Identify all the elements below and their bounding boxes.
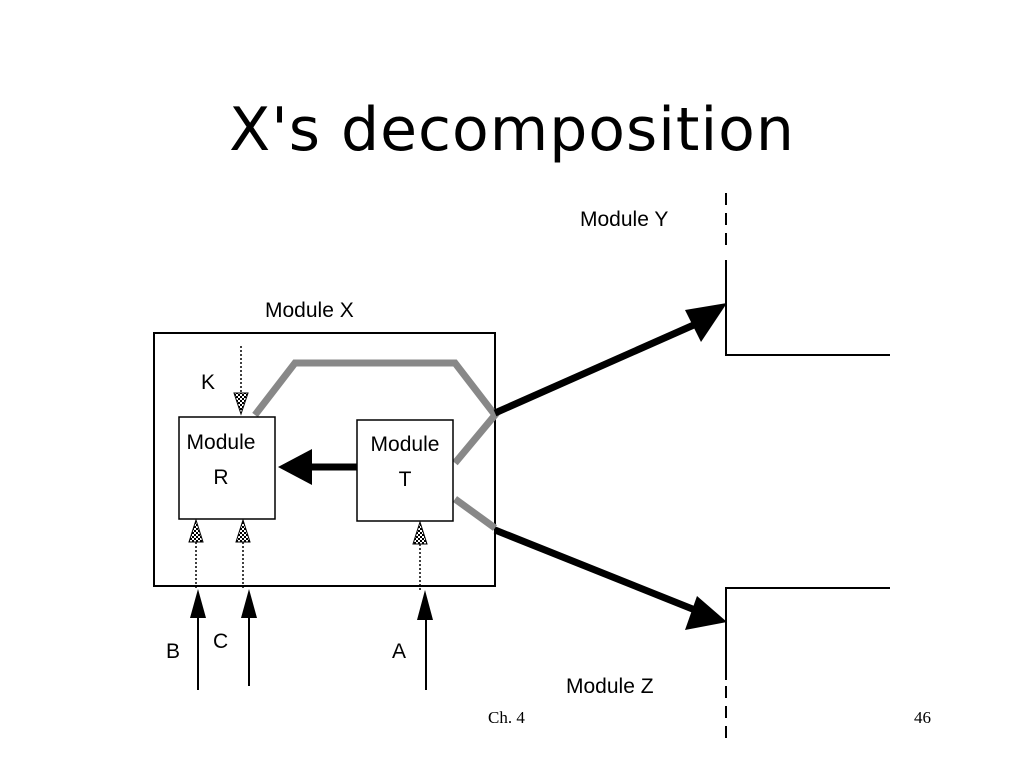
module-r-label-2: R — [213, 466, 228, 489]
input-c-solid-arrowhead — [241, 589, 257, 618]
slide-title: X's decomposition — [229, 95, 795, 165]
module-t-box — [356, 419, 454, 522]
arrow-to-y-shaft — [493, 316, 707, 417]
gray-connector-top — [252, 359, 500, 466]
input-a-label: A — [392, 640, 406, 663]
arrow-to-y-head — [685, 303, 727, 342]
module-r-box — [178, 416, 276, 520]
module-y-label: Module Y — [580, 208, 668, 231]
module-r-label-1: Module — [187, 431, 256, 454]
gray-connector-bottom — [452, 496, 498, 531]
module-x-box — [153, 332, 496, 587]
input-k-label: K — [201, 371, 215, 394]
module-z-block — [725, 587, 890, 680]
t-to-r-arrow-head — [278, 449, 312, 485]
input-b-checker-arrowhead — [188, 518, 204, 543]
input-b-solid-arrowhead — [190, 589, 206, 618]
module-t-label-2: T — [399, 468, 412, 491]
footer-page-number: 46 — [914, 708, 931, 727]
input-c-label: C — [213, 630, 228, 653]
module-x-label: Module X — [265, 299, 354, 322]
arrow-to-z-head — [685, 596, 727, 630]
module-t-label-1: Module — [371, 433, 440, 456]
input-k-arrowhead — [233, 392, 249, 416]
module-y-block — [725, 260, 890, 356]
footer-chapter: Ch. 4 — [488, 708, 525, 727]
module-z-label: Module Z — [566, 675, 654, 698]
input-b-label: B — [166, 640, 180, 663]
input-a-solid-arrowhead — [417, 590, 433, 620]
input-a-checker-arrowhead — [412, 520, 428, 545]
arrow-to-z-shaft — [493, 526, 707, 618]
input-c-checker-arrowhead — [235, 518, 251, 543]
